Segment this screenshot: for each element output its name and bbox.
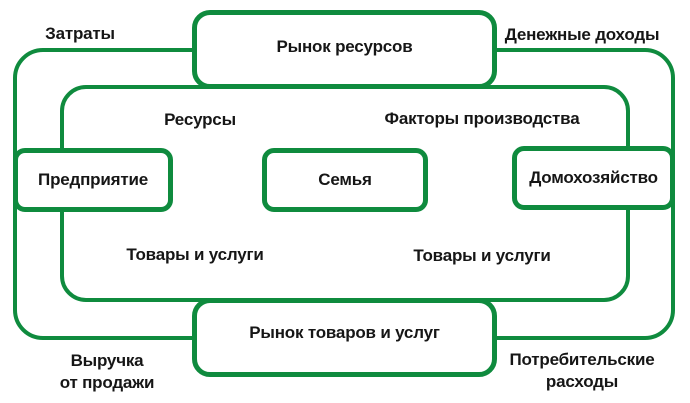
family-box: Семья bbox=[262, 148, 428, 212]
consumer-spending-label: Потребительские расходы bbox=[492, 349, 672, 393]
enterprise-box: Предприятие bbox=[13, 148, 173, 212]
costs-label: Затраты bbox=[45, 24, 115, 43]
money-income-label: Денежные доходы bbox=[504, 25, 660, 44]
goods-services-right-label: Товары и услуги bbox=[413, 246, 551, 265]
sales-revenue-line1: Выручка bbox=[70, 351, 144, 370]
goods-services-left-label: Товары и услуги bbox=[126, 245, 264, 264]
production-factors-label: Факторы производства bbox=[384, 109, 580, 128]
sales-revenue-label: Выручка от продажи bbox=[37, 350, 177, 394]
goods-market-box: Рынок товаров и услуг bbox=[192, 298, 497, 377]
resources-label: Ресурсы bbox=[164, 110, 236, 129]
consumer-spending-line2: расходы bbox=[545, 372, 619, 391]
household-box: Домохозяйство bbox=[512, 146, 675, 210]
sales-revenue-line2: от продажи bbox=[59, 373, 155, 392]
resources-market-box: Рынок ресурсов bbox=[192, 10, 497, 89]
consumer-spending-line1: Потребительские bbox=[509, 350, 655, 369]
